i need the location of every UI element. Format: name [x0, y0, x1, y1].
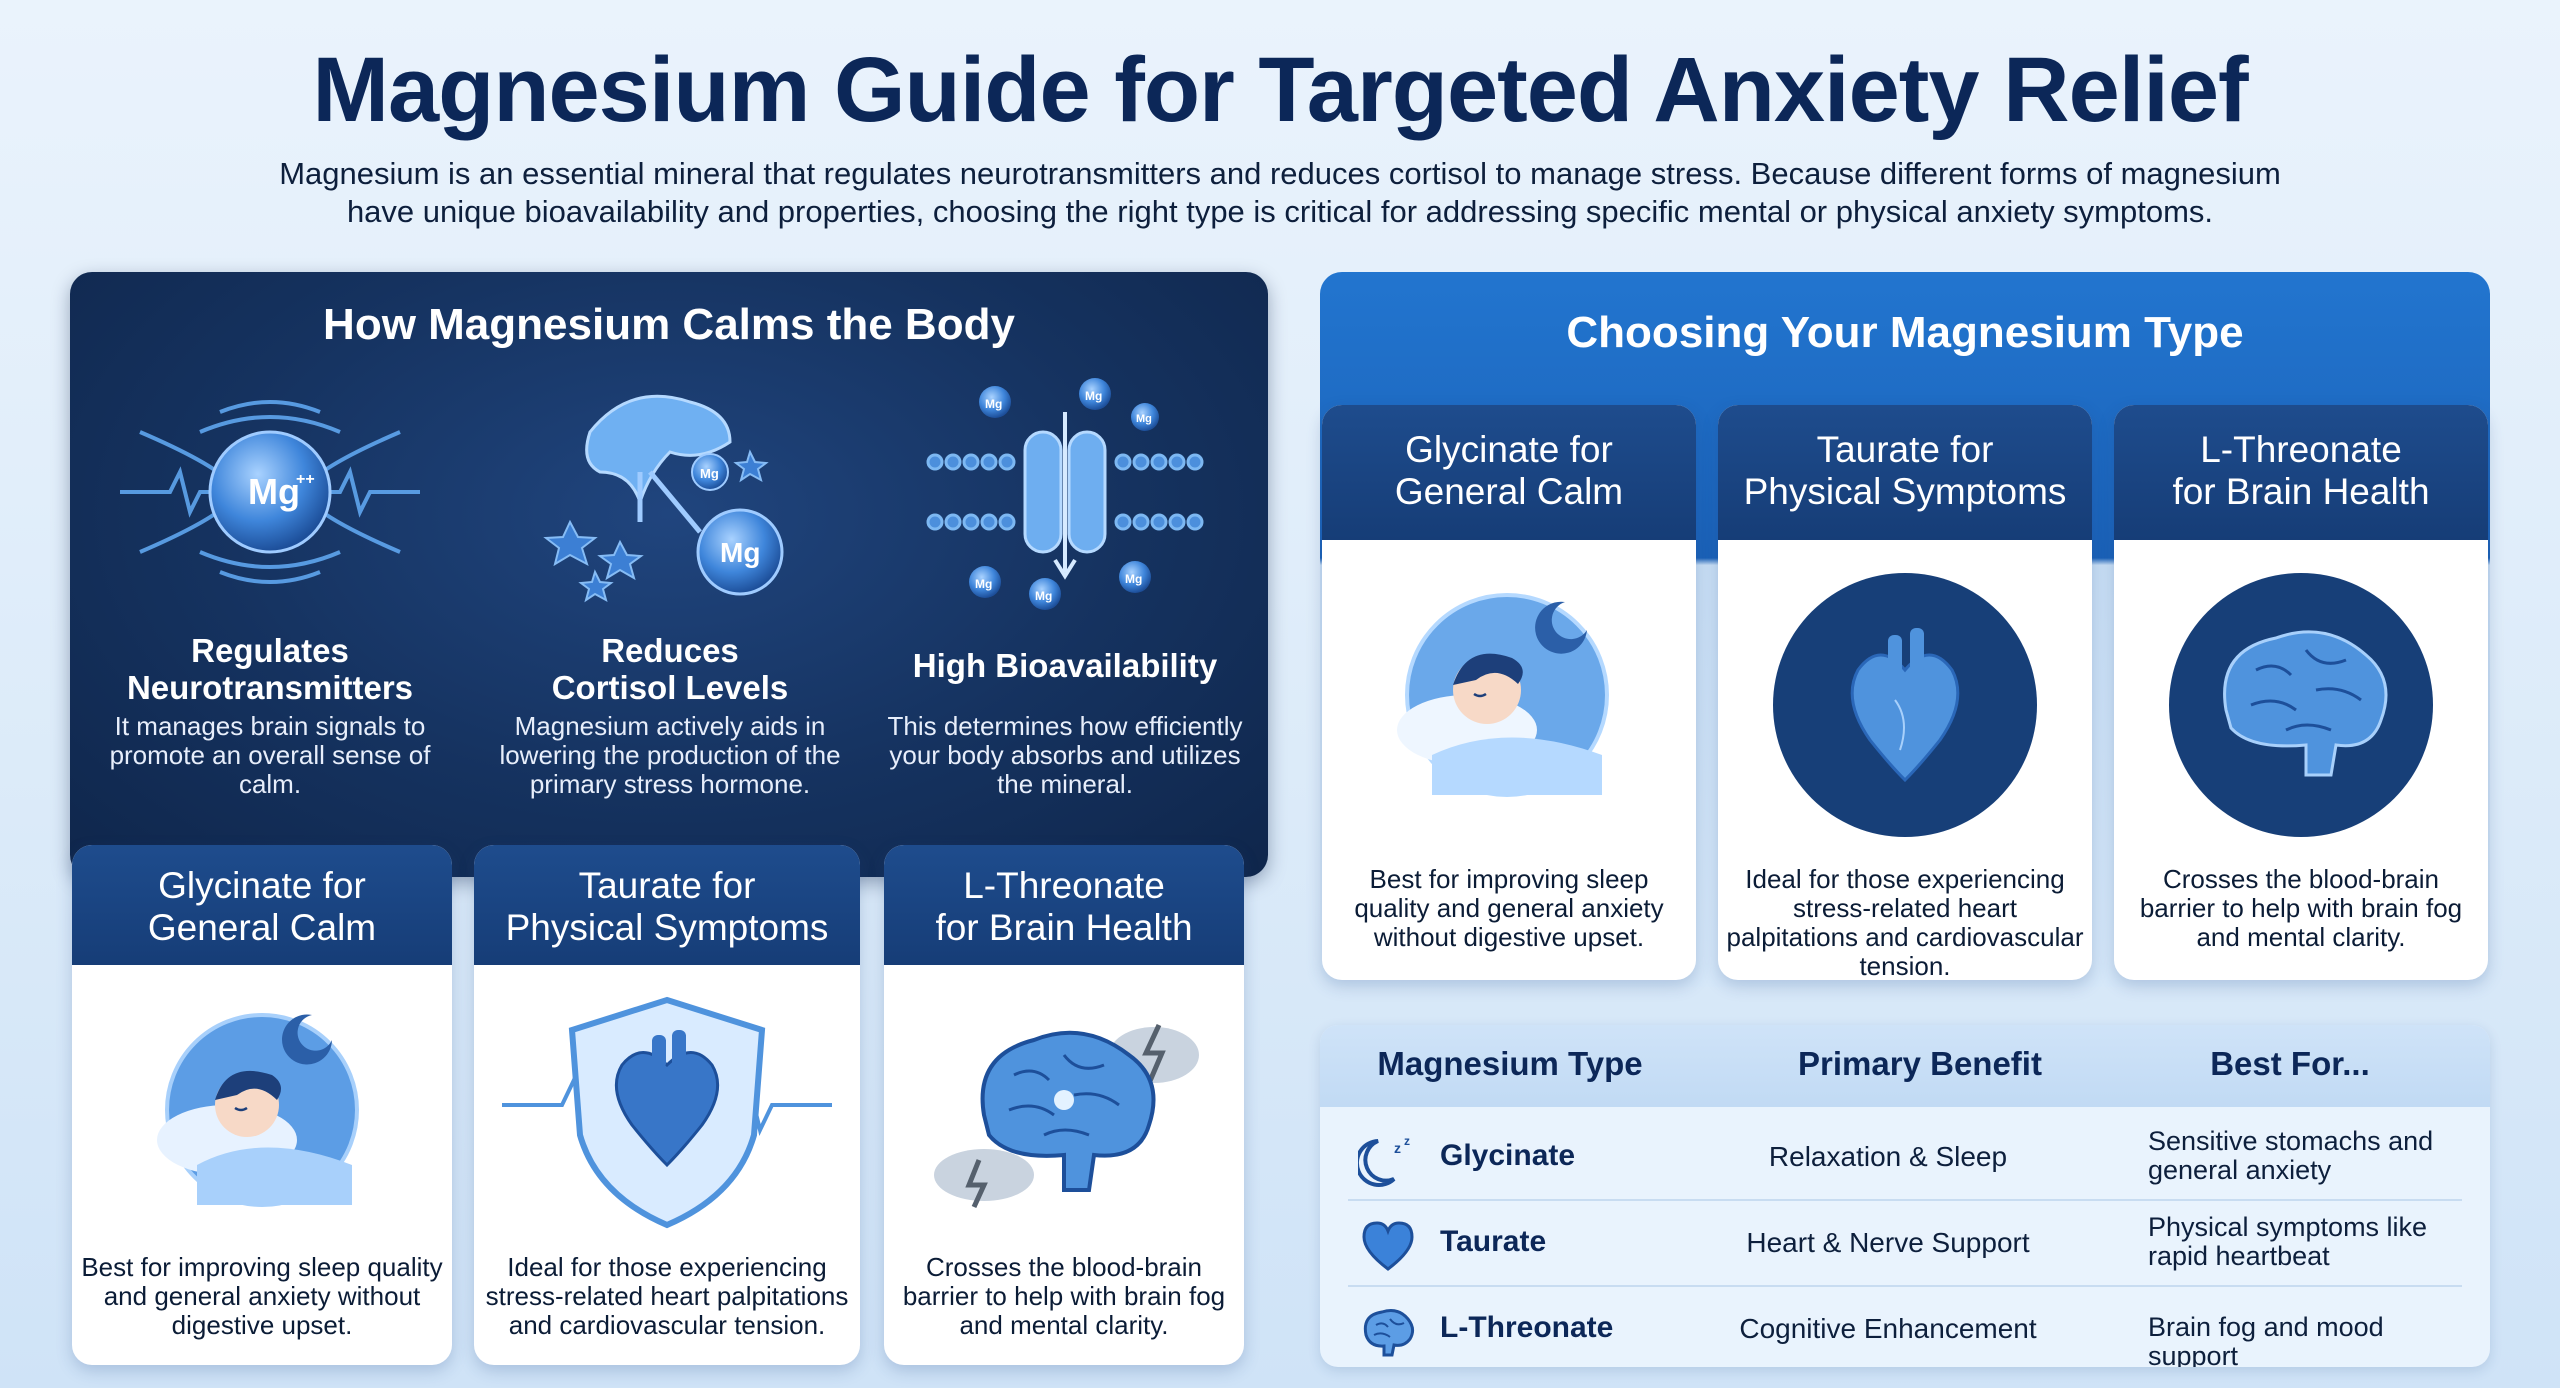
- mechanism-cortisol: Mg Mg Reduces Cortisol Levels Magnesium …: [480, 372, 860, 892]
- row-best-for: Sensitive stomachs and general anxiety: [2148, 1126, 2434, 1185]
- intro-line-2: have unique bioavailability and properti…: [346, 194, 2214, 229]
- table-header: Magnesium Type Primary Benefit Best For.…: [1320, 1025, 2490, 1107]
- mechanisms-title: How Magnesium Calms the Body: [323, 300, 1015, 349]
- neuron-signal-icon: Mg ++: [120, 400, 420, 584]
- comparison-table: Magnesium Type Primary Benefit Best For.…: [1320, 1025, 2490, 1367]
- svg-text:Mg: Mg: [975, 577, 992, 591]
- heart-shield-icon: [502, 996, 832, 1229]
- mg-superscript: ++: [296, 471, 315, 488]
- brain-icon: [2169, 573, 2433, 837]
- mechanism-bioavailability: Mg Mg Mg Mg Mg Mg High Bioavailability T…: [875, 372, 1255, 892]
- row-type: Glycinate: [1440, 1139, 1576, 1172]
- brain-storm-icon: [934, 1023, 1199, 1209]
- adrenal-gland-icon: Mg Mg: [543, 394, 784, 603]
- heart-icon: [1362, 1221, 1414, 1271]
- intro-line-1: Magnesium is an essential mineral that r…: [279, 156, 2281, 191]
- card-description: Ideal for those experiencing stress-rela…: [485, 1252, 849, 1340]
- card-description: Best for improving sleep quality and gen…: [81, 1252, 443, 1340]
- row-type: L-Threonate: [1440, 1311, 1614, 1344]
- row-type: Taurate: [1440, 1225, 1547, 1258]
- intro-text: Magnesium is an essential mineral that r…: [260, 155, 2300, 231]
- card-description: Ideal for those experiencing stress-rela…: [1726, 864, 2084, 981]
- svg-text:Mg: Mg: [1125, 572, 1142, 586]
- column-header-type: Magnesium Type: [1377, 1045, 1643, 1082]
- mechanism-neurotransmitters: Mg ++ Regulates Neurotransmitters It man…: [80, 372, 460, 892]
- heart-icon: [1773, 573, 2037, 837]
- mechanism-description: Magnesium actively aids in lowering the …: [499, 711, 841, 799]
- mechanism-description: This determines how efficiently your bod…: [887, 711, 1243, 799]
- row-best-for: Brain fog and mood support: [2148, 1312, 2384, 1368]
- svg-text:Mg: Mg: [1035, 589, 1052, 603]
- mechanism-title: High Bioavailability: [912, 647, 1218, 684]
- table-row: z z Glycinate Relaxation & Sleep Sensiti…: [1348, 1115, 2462, 1201]
- column-header-best-for: Best For...: [2210, 1045, 2370, 1082]
- svg-text:Mg: Mg: [1085, 389, 1102, 403]
- row-benefit: Cognitive Enhancement: [1739, 1313, 2037, 1344]
- mechanism-title: Regulates Neurotransmitters: [126, 632, 414, 706]
- table-row: L-Threonate Cognitive Enhancement Brain …: [1348, 1287, 2462, 1367]
- svg-text:Mg: Mg: [985, 397, 1002, 411]
- table-row: Taurate Heart & Nerve Support Physical s…: [1348, 1201, 2462, 1287]
- svg-text:Mg: Mg: [700, 466, 719, 481]
- brain-icon: [1363, 1309, 1415, 1357]
- mg-label: Mg: [248, 471, 300, 512]
- sleeping-woman-icon: [1397, 593, 1609, 797]
- choose-title: Choosing Your Magnesium Type: [1566, 308, 2244, 357]
- column-header-benefit: Primary Benefit: [1798, 1045, 2042, 1082]
- row-benefit: Relaxation & Sleep: [1768, 1141, 2008, 1172]
- svg-text:z: z: [1404, 1134, 1410, 1148]
- card-description: Crosses the blood-brain barrier to help …: [2139, 864, 2463, 952]
- svg-text:z: z: [1394, 1140, 1401, 1156]
- row-best-for: Physical symptoms like rapid heartbeat: [2148, 1212, 2428, 1271]
- page-title: Magnesium Guide for Targeted Anxiety Rel…: [312, 39, 2248, 141]
- svg-text:Mg: Mg: [720, 537, 760, 568]
- cell-membrane-icon: Mg Mg Mg Mg Mg Mg: [926, 378, 1204, 610]
- mechanism-title: Reduces Cortisol Levels: [551, 632, 789, 706]
- mechanisms-panel: How Magnesium Calms the Body: [70, 272, 1268, 877]
- sleeping-woman-icon: [157, 1013, 359, 1207]
- svg-text:Mg: Mg: [1136, 413, 1152, 425]
- card-description: Crosses the blood-brain barrier to help …: [902, 1252, 1226, 1340]
- card-description: Best for improving sleep quality and gen…: [1354, 864, 1664, 952]
- mechanism-description: It manages brain signals to promote an o…: [109, 711, 431, 799]
- row-benefit: Heart & Nerve Support: [1746, 1227, 2030, 1258]
- moon-sleep-icon: z z: [1358, 1134, 1410, 1187]
